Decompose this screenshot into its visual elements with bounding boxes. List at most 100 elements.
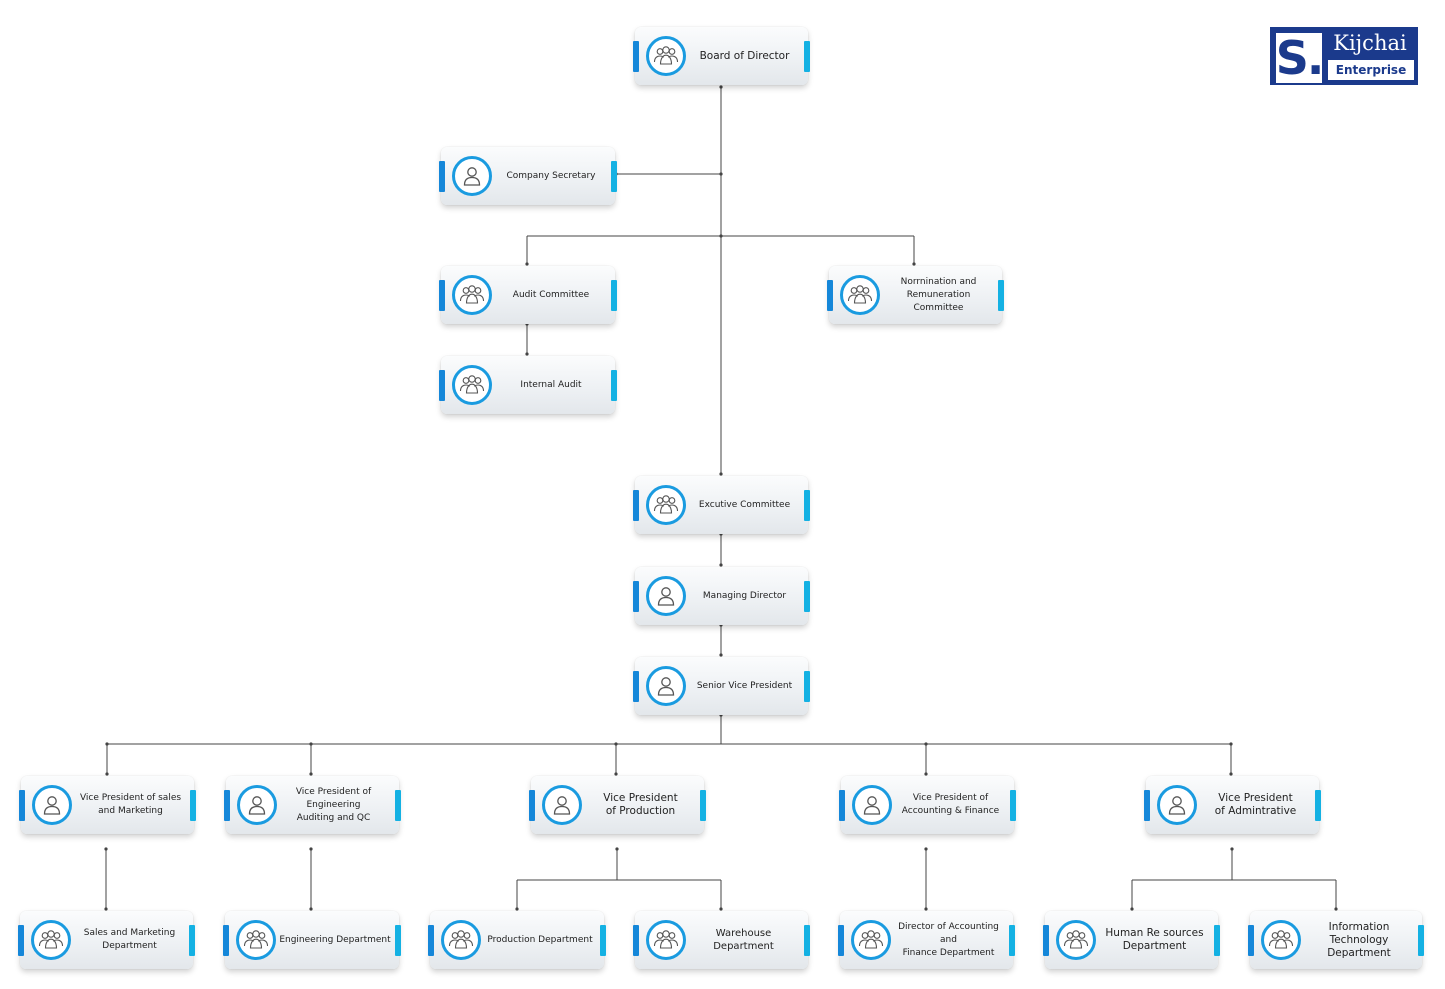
node-managing-director: Managing Director <box>633 567 810 625</box>
logo-mark: S. <box>1275 31 1324 85</box>
node-label: Vice President of Accounting & Finance <box>901 793 1000 816</box>
node-label: Norrnination and Remuneration Committee <box>900 276 977 313</box>
person-glyph <box>463 167 481 186</box>
node-accent-right <box>1009 925 1015 956</box>
person-glyph <box>1168 796 1186 815</box>
node-label: Managing Director <box>702 590 787 601</box>
node-accent-right <box>804 490 810 521</box>
node-accent-left <box>633 41 639 72</box>
node-accent-right <box>804 41 810 72</box>
group-icon <box>851 920 891 960</box>
group-glyph <box>847 285 873 304</box>
group-icon <box>646 920 686 960</box>
person-icon <box>237 785 277 825</box>
person-glyph <box>553 796 571 815</box>
group-glyph <box>448 930 474 949</box>
node-label: Vice President of Admintrative <box>1214 792 1297 817</box>
node-dept-warehouse: Warehouse Department <box>633 911 810 969</box>
node-accent-left <box>827 280 833 311</box>
group-glyph <box>653 495 679 514</box>
node-accent-left <box>633 581 639 612</box>
node-nomination-committee: Norrnination and Remuneration Committee <box>827 266 1004 324</box>
node-accent-left <box>428 925 434 956</box>
node-accent-right <box>190 790 196 821</box>
node-accent-right <box>1418 925 1424 956</box>
group-icon <box>441 920 481 960</box>
group-icon <box>840 275 880 315</box>
node-accent-right <box>998 280 1004 311</box>
node-accent-left <box>1144 790 1150 821</box>
group-glyph <box>243 930 269 949</box>
node-vp-accounting-finance: Vice President of Accounting & Finance <box>839 776 1016 834</box>
node-accent-right <box>804 925 810 956</box>
node-dept-engineering: Engineering Department <box>223 911 401 969</box>
node-accent-left <box>1043 925 1049 956</box>
group-glyph <box>1268 930 1294 949</box>
node-accent-left <box>223 925 229 956</box>
person-glyph <box>657 677 675 696</box>
node-accent-right <box>611 161 617 192</box>
node-vp-engineering: Vice President of Engineering Auditing a… <box>224 776 401 834</box>
node-dept-human-resources: Human Re sources Department <box>1043 911 1220 969</box>
node-company-secretary: Company Secretary <box>439 147 617 205</box>
node-dept-information-technology: Information Technology Department <box>1248 911 1424 969</box>
node-label: Internal Audit <box>520 379 582 390</box>
node-accent-left <box>439 161 445 192</box>
node-executive-committee: Excutive Committee <box>633 476 810 534</box>
person-glyph <box>43 796 61 815</box>
node-senior-vice-president: Senior Vice President <box>633 657 810 715</box>
group-glyph <box>459 375 485 394</box>
node-accent-left <box>18 925 24 956</box>
node-vp-sales-marketing: Vice President of sales and Marketing <box>19 776 196 834</box>
person-icon <box>1157 785 1197 825</box>
node-accent-right <box>611 370 617 401</box>
person-icon <box>452 156 492 196</box>
group-glyph <box>38 930 64 949</box>
group-glyph <box>1063 930 1089 949</box>
node-accent-left <box>529 790 535 821</box>
node-label: Engineering Department <box>279 934 391 945</box>
node-accent-left <box>633 671 639 702</box>
node-label: Company Secretary <box>506 170 596 181</box>
node-label: Warehouse Department <box>713 928 774 952</box>
node-label: Sales and Marketing Department <box>83 928 176 951</box>
node-label: Human Re sources Department <box>1105 927 1204 952</box>
node-dept-accounting-finance: Director of Accounting and Finance Depar… <box>838 911 1015 969</box>
group-icon <box>452 365 492 405</box>
node-accent-left <box>633 490 639 521</box>
person-icon <box>646 666 686 706</box>
group-icon <box>1056 920 1096 960</box>
person-glyph <box>248 796 266 815</box>
group-glyph <box>858 930 884 949</box>
node-accent-right <box>611 280 617 311</box>
node-dept-production: Production Department <box>428 911 606 969</box>
group-icon <box>452 275 492 315</box>
person-icon <box>852 785 892 825</box>
node-accent-left <box>838 925 844 956</box>
node-accent-left <box>224 790 230 821</box>
node-accent-right <box>189 925 195 956</box>
node-label: Board of Director <box>699 49 790 62</box>
node-label: Vice President of Engineering Auditing a… <box>295 786 372 823</box>
node-accent-right <box>804 581 810 612</box>
node-vp-administrative: Vice President of Admintrative <box>1144 776 1321 834</box>
node-vp-production: Vice President of Production <box>529 776 706 834</box>
node-dept-sales-marketing: Sales and Marketing Department <box>18 911 195 969</box>
logo-name: Kijchai <box>1333 31 1407 55</box>
node-label: Production Department <box>487 934 593 945</box>
person-icon <box>646 576 686 616</box>
node-accent-right <box>395 925 401 956</box>
node-board-of-director: Board of Director <box>633 27 810 85</box>
node-label: Director of Accounting and Finance Depar… <box>898 921 999 958</box>
logo-subtitle: Enterprise <box>1328 60 1414 80</box>
node-label: Vice President of Production <box>603 792 678 817</box>
company-logo: S. Kijchai Enterprise <box>1270 27 1418 85</box>
node-accent-right <box>395 790 401 821</box>
node-accent-left <box>1248 925 1254 956</box>
node-accent-left <box>439 370 445 401</box>
node-accent-right <box>804 671 810 702</box>
person-glyph <box>863 796 881 815</box>
node-label: Vice President of sales and Marketing <box>79 793 182 816</box>
node-accent-left <box>439 280 445 311</box>
node-accent-right <box>600 925 606 956</box>
